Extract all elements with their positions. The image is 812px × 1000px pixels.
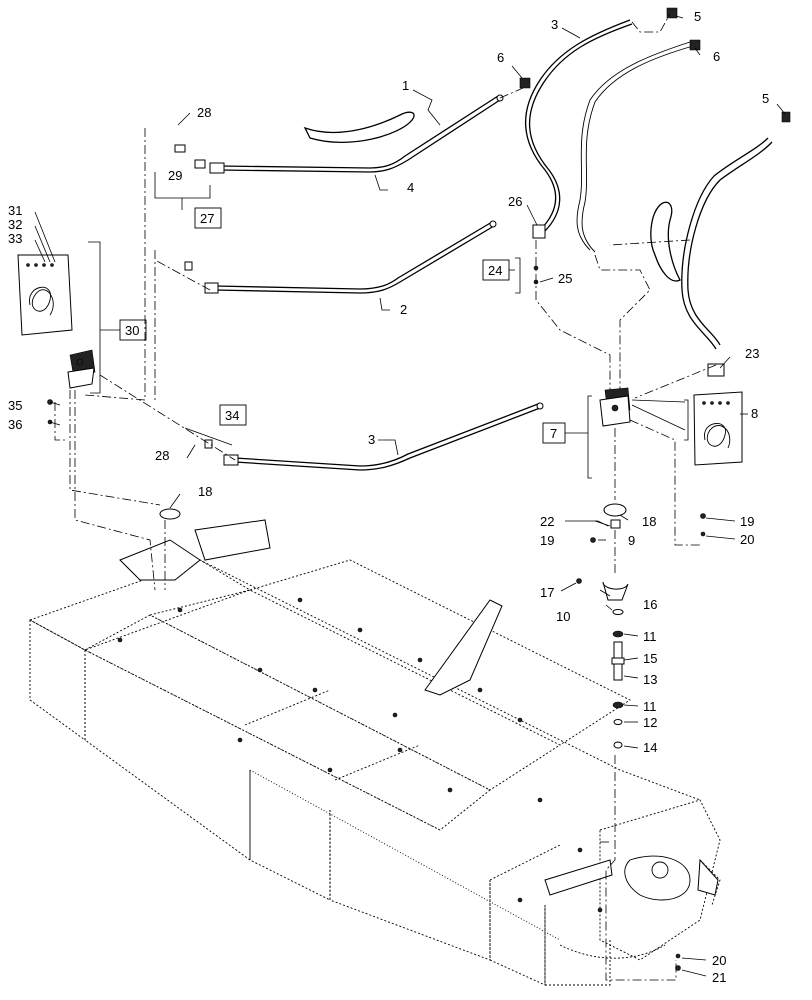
callout-35: 35 [8,398,22,413]
boxed-callout-7-label: 7 [550,426,557,441]
routing-lines-left [54,84,531,591]
callout-6-right: 6 [713,49,720,64]
callout-10: 10 [556,609,570,624]
callout-28-top: 28 [197,105,211,120]
bolt-dots [117,597,603,913]
callout-11-lower: 11 [643,699,657,714]
boxed-callout-7: 7 [542,422,588,444]
callout-25: 25 [558,271,572,286]
callout-12: 12 [643,715,657,730]
callout-20-right: 20 [740,532,754,547]
callout-labels: 1 2 3 3 4 5 5 6 6 8 9 10 11 11 12 13 14 … [8,9,769,985]
callout-19-right: 19 [740,514,754,529]
callout-32: 32 [8,217,22,232]
boxed-callout-27: 27 [194,207,222,229]
callout-36: 36 [8,417,22,432]
boxed-callout-27-label: 27 [200,211,214,226]
boxed-callout-24-label: 24 [488,263,502,278]
callout-15: 15 [643,651,657,666]
boxed-callout-30: 30 [100,319,147,341]
callout-26: 26 [508,194,522,209]
callout-8: 8 [751,406,758,421]
callout-3-left: 3 [368,432,375,447]
callout-18-left: 18 [198,484,212,499]
callout-21: 21 [712,970,726,985]
callout-3-right: 3 [551,17,558,32]
callout-5-top: 5 [694,9,701,24]
boxed-callouts: 7 24 27 30 34 [100,207,588,444]
boxed-callout-34-label: 34 [225,408,239,423]
callout-4: 4 [407,180,414,195]
hose-assembly-right [519,7,791,971]
callout-2: 2 [400,302,407,317]
callout-28-lower: 28 [155,448,169,463]
header-frame [29,519,721,986]
callout-22: 22 [540,514,554,529]
callout-17: 17 [540,585,554,600]
boxed-callout-30-label: 30 [125,323,139,338]
callout-5-right: 5 [762,91,769,106]
callout-20-bottom: 20 [712,953,726,968]
boxed-callout-24: 24 [482,259,515,281]
callout-16: 16 [643,597,657,612]
hose-assembly-left [17,94,544,520]
callout-18-right: 18 [642,514,656,529]
callout-13: 13 [643,672,657,687]
callout-9: 9 [628,533,635,548]
callout-29: 29 [168,168,182,183]
callout-6-left: 6 [497,50,504,65]
callout-23: 23 [745,346,759,361]
routing-lines-right [535,13,717,981]
callout-31: 31 [8,203,22,218]
callout-14: 14 [643,740,657,755]
leader-lines [34,15,786,977]
boxed-callout-34: 34 [219,404,247,426]
callout-1: 1 [402,78,409,93]
callout-33: 33 [8,231,22,246]
callout-19-left: 19 [540,533,554,548]
callout-11-upper: 11 [643,629,657,644]
